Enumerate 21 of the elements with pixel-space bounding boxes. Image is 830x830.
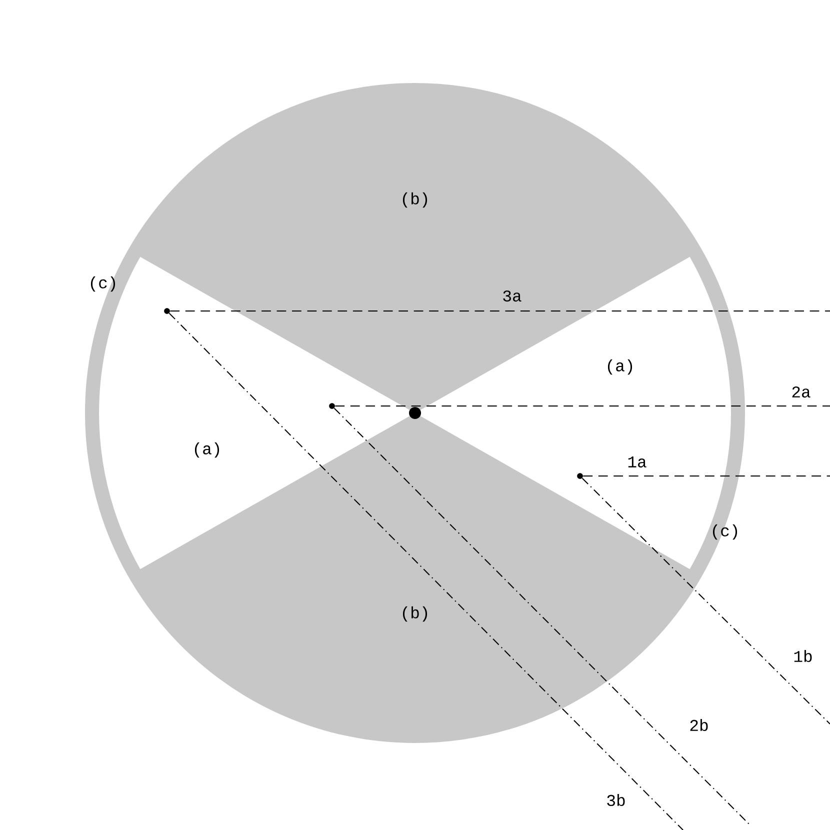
point	[329, 403, 335, 409]
region-label: (c)	[90, 276, 115, 292]
region-label: (b)	[402, 606, 428, 622]
ray	[583, 475, 830, 477]
edge-label: 2b	[690, 718, 708, 732]
ray	[168, 312, 684, 830]
region-label: (b)	[402, 192, 428, 208]
edge-label: 1b	[794, 650, 812, 662]
edge-label: 3b	[607, 794, 625, 806]
region-label: (a)	[194, 442, 220, 458]
edge-label: 3a	[503, 290, 522, 302]
ray	[170, 310, 830, 312]
ray	[335, 405, 830, 407]
edge-label: 1a	[628, 456, 646, 468]
region-label: (a)	[608, 359, 632, 375]
point	[577, 473, 583, 479]
ray	[582, 478, 830, 724]
region-label: (c)	[712, 524, 738, 540]
point	[164, 308, 170, 314]
edge-label: 2a	[792, 386, 810, 398]
ray	[334, 408, 750, 826]
